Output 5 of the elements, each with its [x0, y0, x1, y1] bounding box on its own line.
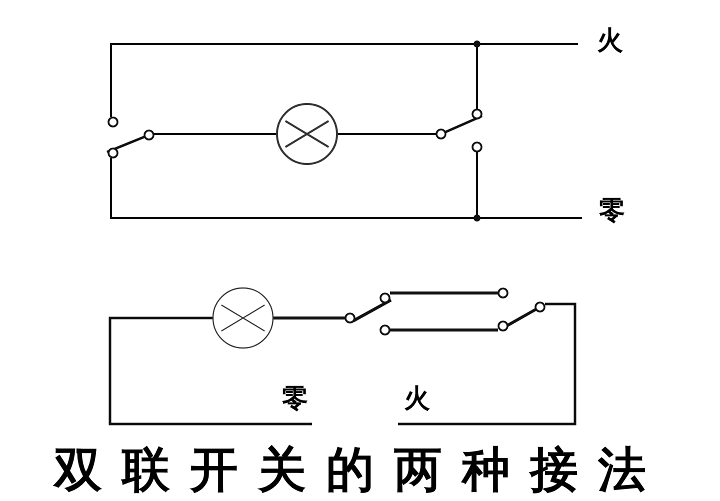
title: 双联开关的两种接法 — [52, 446, 667, 494]
wire-label: 零 — [599, 198, 625, 224]
wire-label: 零 — [282, 386, 308, 412]
wire-label: 火 — [597, 28, 623, 54]
wire-label: 火 — [404, 386, 430, 412]
